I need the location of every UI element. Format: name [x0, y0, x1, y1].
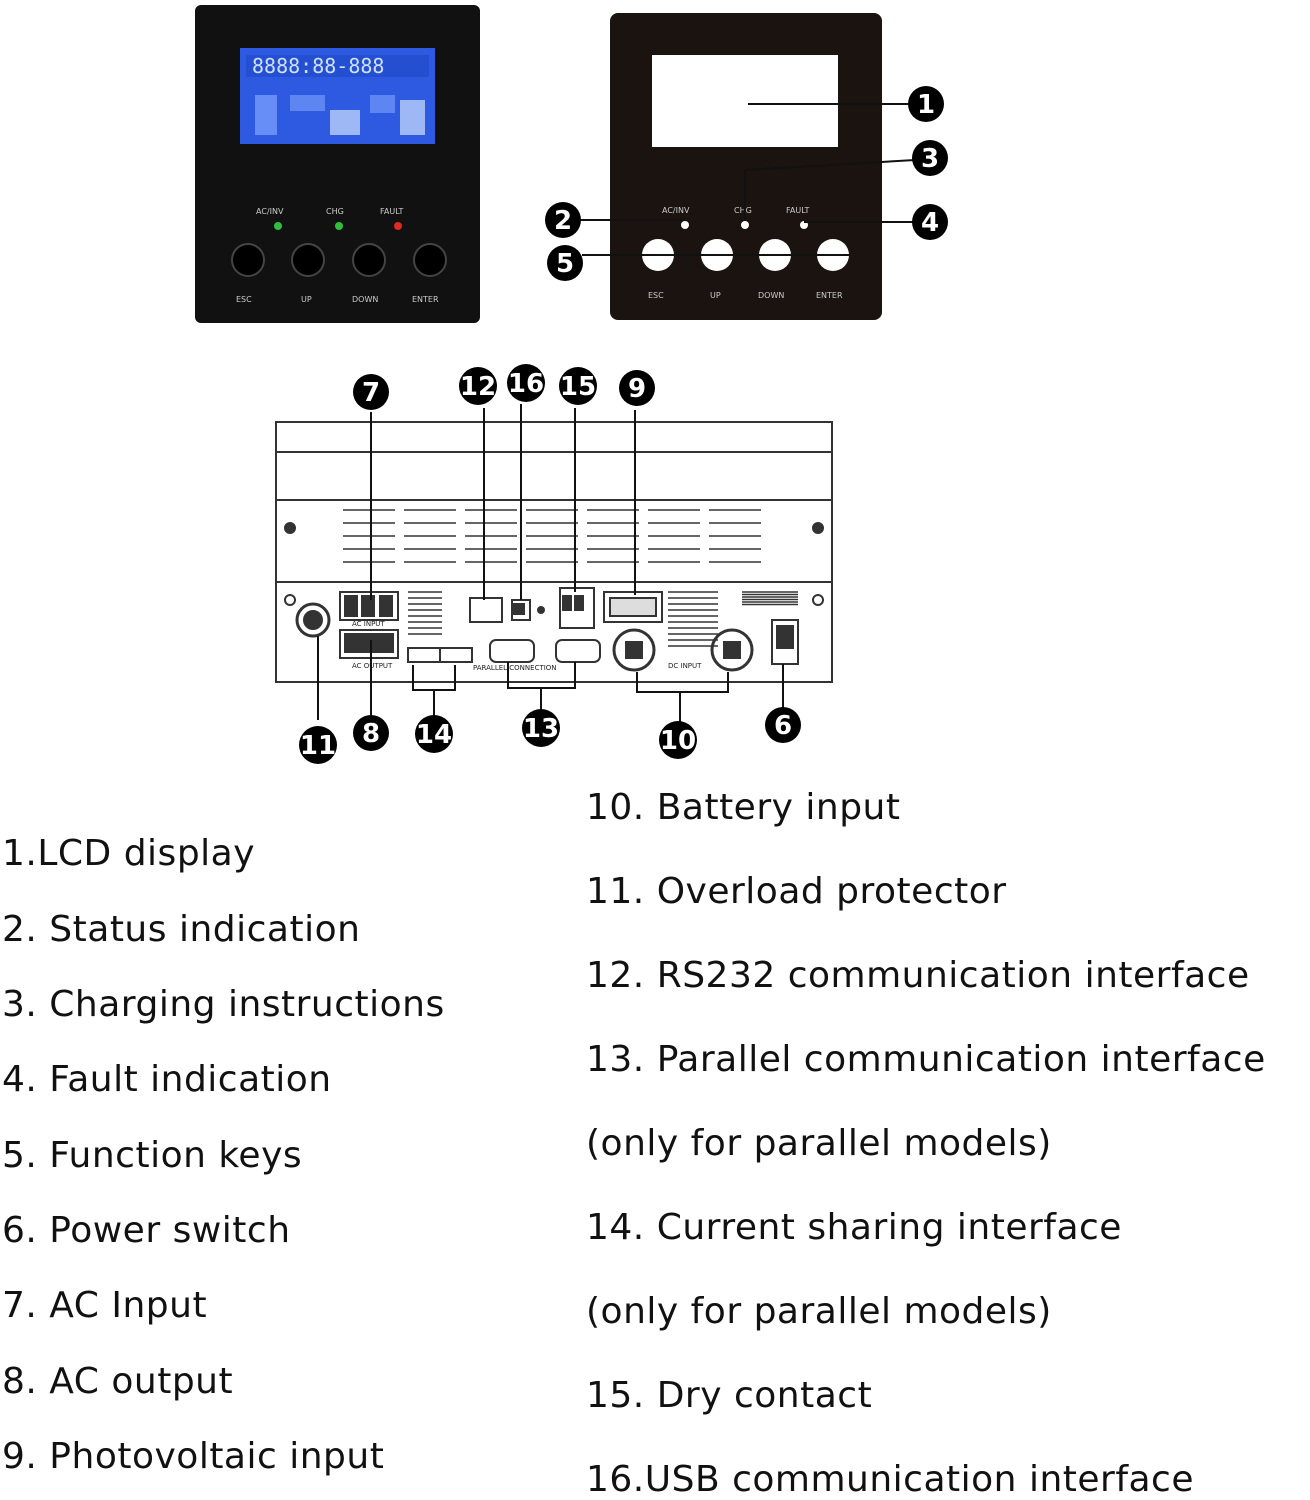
callout-14: 14 [415, 715, 453, 753]
legend-item: (only for parallel models) [586, 1123, 1052, 1164]
callout-13: 13 [522, 709, 560, 747]
callout-number: 12 [460, 372, 496, 402]
key-label: ESC [236, 295, 252, 304]
parallel-connection-label: PARALLEL CONNECTION [473, 664, 557, 672]
led-label: AC/INV [662, 206, 690, 215]
callout-number: 4 [921, 208, 939, 238]
callout-7: 7 [353, 374, 389, 410]
legend-item: 8. AC output [2, 1361, 234, 1402]
legend-item: 9. Photovoltaic input [2, 1436, 385, 1477]
svg-text:8888:88-888: 8888:88-888 [252, 54, 384, 78]
legend-item: 3. Charging instructions [2, 984, 445, 1025]
photo-key-esc [231, 243, 265, 277]
callout-number: 10 [660, 726, 696, 756]
callout-15: 15 [559, 367, 597, 405]
callout-11: 11 [299, 726, 337, 764]
legend-item: (only for parallel models) [586, 1291, 1052, 1332]
key-label: ESC [648, 291, 664, 300]
led-label: AC/INV [256, 207, 284, 216]
photo-key-enter [413, 243, 447, 277]
led-label: FAULT [380, 207, 404, 216]
callout-number: 5 [556, 249, 574, 279]
led-label: CHG [326, 207, 344, 216]
callout-number: 13 [523, 714, 559, 744]
callout-number: 9 [628, 374, 646, 404]
key-label: UP [301, 295, 312, 304]
callout-number: 2 [554, 206, 572, 236]
rear-panel [275, 421, 833, 683]
legend-item: 15. Dry contact [586, 1375, 873, 1416]
key-label: UP [710, 291, 721, 300]
control-panel-schematic: AC/INV CHG FAULT ESC UP DOWN ENTER [580, 13, 916, 320]
led-fault [394, 222, 402, 230]
led-chg [335, 222, 343, 230]
callout-number: 1 [917, 90, 935, 120]
photo-key-down [352, 243, 386, 277]
legend-item: 11. Overload protector [586, 871, 1007, 912]
legend-item: 6. Power switch [2, 1210, 291, 1251]
callout-number: 14 [416, 720, 452, 750]
led-ac-inv [274, 222, 282, 230]
ac-output-label: AC OUTPUT [352, 662, 393, 670]
product-diagram: 8888:88-888 AC/INV CHG FAULT ESC UP DOWN… [195, 5, 948, 764]
callout-10: 10 [659, 721, 697, 759]
callout-6: 6 [765, 707, 801, 743]
callout-3: 3 [912, 140, 948, 176]
legend-item: 12. RS232 communication interface [586, 955, 1250, 996]
callout-8: 8 [353, 715, 389, 751]
callout-5: 5 [547, 245, 583, 281]
key-label: DOWN [758, 291, 784, 300]
callout-number: 11 [300, 731, 336, 761]
legend-item: 7. AC Input [2, 1285, 208, 1326]
callout-2: 2 [545, 202, 581, 238]
legend-item: 16.USB communication interface [586, 1459, 1194, 1500]
callout-9: 9 [619, 370, 655, 406]
control-panel-photo: 8888:88-888 AC/INV CHG FAULT ESC UP DOWN… [195, 5, 480, 323]
callout-number: 15 [560, 372, 596, 402]
legend-item: 10. Battery input [586, 787, 901, 828]
legend-item: 14. Current sharing interface [586, 1207, 1122, 1248]
key-label: ENTER [412, 295, 439, 304]
led-label: FAULT [786, 206, 810, 215]
callout-number: 3 [921, 144, 939, 174]
key-label: ENTER [816, 291, 843, 300]
legend-item: 1.LCD display [2, 833, 256, 874]
legend-item: 5. Function keys [2, 1135, 303, 1176]
photo-key-up [291, 243, 325, 277]
callout-number: 6 [774, 711, 792, 741]
led-label: CHG [734, 206, 752, 215]
key-label: DOWN [352, 295, 378, 304]
legend-item: 4. Fault indication [2, 1059, 332, 1100]
rear-leaders [317, 404, 784, 722]
callout-1: 1 [908, 86, 944, 122]
callout-4: 4 [912, 204, 948, 240]
ac-input-label: AC INPUT [352, 620, 385, 628]
callout-number: 16 [508, 369, 544, 399]
lcd-outline [652, 55, 838, 147]
legend-item: 2. Status indication [2, 909, 361, 950]
callout-12: 12 [459, 367, 497, 405]
callout-16: 16 [507, 364, 545, 402]
callout-number: 7 [362, 378, 380, 408]
callout-number: 8 [362, 719, 380, 749]
legend-item: 13. Parallel communication interface [586, 1039, 1266, 1080]
dc-input-label: DC INPUT [668, 662, 702, 670]
